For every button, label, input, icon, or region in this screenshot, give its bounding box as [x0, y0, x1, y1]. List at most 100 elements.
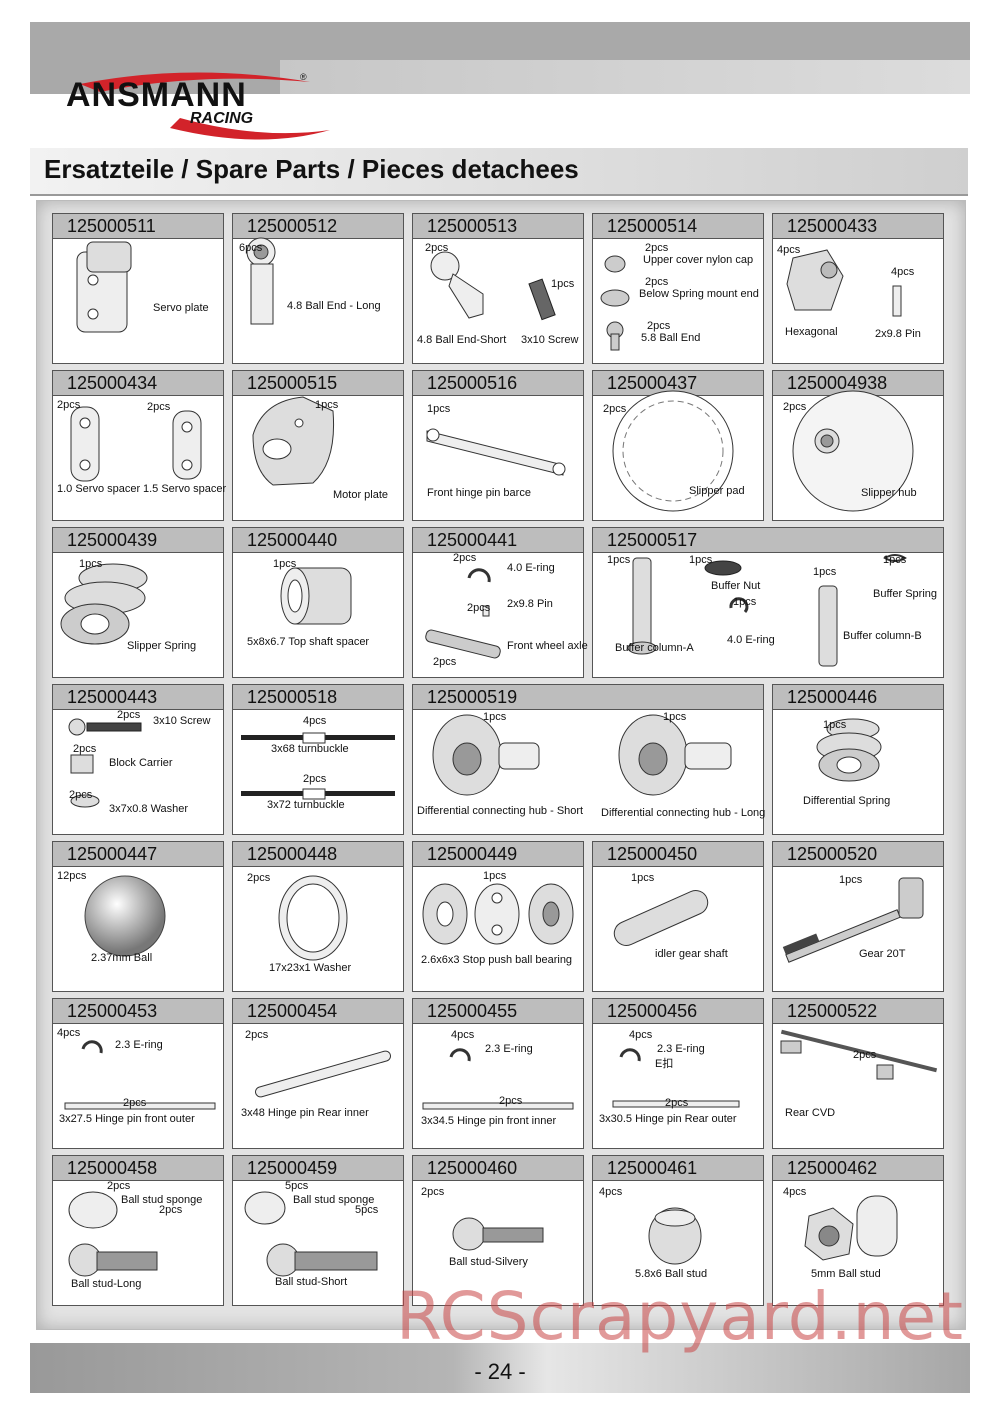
part-label: 2pcs: [467, 602, 491, 614]
part-number-header: 125000443: [53, 685, 223, 710]
buffer-column-icon: [627, 554, 907, 667]
hinge-pin-brace-icon: [426, 428, 566, 476]
part-label: Slipper pad: [689, 485, 745, 497]
part-label: 2pcs: [245, 1029, 269, 1041]
part-label: 2pcs: [159, 1204, 183, 1216]
footer-bar: [30, 1343, 970, 1393]
part-label: 2pcs: [433, 656, 457, 668]
part-label: 4pcs: [777, 244, 801, 256]
part-label: 1pcs: [631, 872, 655, 884]
hinge-pin-rear-icon: [255, 1050, 391, 1098]
gear-20t-icon: [782, 877, 924, 963]
part-number-header: 125000440: [233, 528, 403, 553]
part-number-header: 125000449: [413, 842, 583, 867]
part-number-header: 125000454: [233, 999, 403, 1024]
part-number-header: 125000518: [233, 685, 403, 710]
part-label: 2pcs: [147, 401, 171, 413]
part-number: 125000454: [247, 1001, 338, 1021]
part-number: 125000434: [67, 373, 158, 393]
part-number-header: 125000522: [773, 999, 943, 1024]
part-label: 4.8 Ball End - Long: [287, 300, 381, 312]
part-label: 2pcs: [783, 401, 807, 413]
part-number-header: 125000446: [773, 685, 943, 710]
part-label: 1pcs: [813, 566, 837, 578]
part-label: 3x48 Hinge pin Rear inner: [241, 1107, 369, 1119]
part-number-header: 125000460: [413, 1156, 583, 1181]
part-label: Slipper hub: [861, 487, 917, 499]
part-label: Hexagonal: [785, 326, 838, 338]
part-label: 1pcs: [79, 558, 103, 570]
part-label: 3x10 Screw: [521, 334, 579, 346]
part-number: 125000512: [247, 216, 338, 236]
part-label: 4pcs: [783, 1186, 807, 1198]
part-label: Motor plate: [333, 489, 389, 501]
part-label: Below Spring mount end: [639, 288, 759, 300]
part-number: 1250004938: [787, 373, 888, 393]
part-label: 1.0 Servo spacer: [57, 483, 141, 495]
part-number-header: 125000515: [233, 371, 403, 396]
part-number: 125000518: [247, 687, 338, 707]
part-label: 3x72 turnbuckle: [267, 799, 345, 811]
part-label: Rear CVD: [785, 1107, 836, 1119]
part-label: Slipper Spring: [127, 640, 197, 652]
part-label: Differential connecting hub - Short: [417, 805, 584, 817]
part-label: 2.37mm Ball: [91, 952, 153, 964]
part-label: 3x10 Screw: [153, 715, 211, 727]
part-label: 2x9.8 Pin: [875, 328, 921, 340]
watermark: RCScrapyard.net: [396, 1278, 964, 1355]
slipper-hub-icon: [792, 390, 914, 512]
part-number-header: 125000433: [773, 214, 943, 239]
ball-end-set-icon: [600, 255, 630, 351]
part-label: 2pcs: [645, 276, 669, 288]
part-number-header: 125000517: [593, 528, 943, 553]
part-label: 2.6x6x3 Stop push ball bearing: [421, 954, 573, 966]
part-label: 2pcs: [57, 399, 81, 411]
part-label: Front hinge pin barce: [427, 487, 531, 499]
part-label: 2.3 E-ring: [485, 1043, 533, 1055]
part-label: 4pcs: [57, 1027, 81, 1039]
part-label: 1pcs: [483, 870, 507, 882]
ball-stud-short-icon: [244, 1191, 378, 1277]
servo-spacer-icon: [70, 406, 202, 482]
part-label: 1pcs: [689, 554, 713, 566]
part-number-header: 125000439: [53, 528, 223, 553]
part-label: 3x27.5 Hinge pin front outer: [59, 1113, 195, 1125]
slipper-pad-icon: [612, 390, 734, 512]
part-label: Upper cover nylon cap: [643, 254, 754, 266]
part-label: 2.3 E-ring: [115, 1039, 163, 1051]
part-number: 125000511: [67, 216, 156, 236]
part-number: 125000437: [607, 373, 698, 393]
part-number: 125000513: [427, 216, 518, 236]
part-label: 4.8 Ball End-Short: [417, 334, 507, 346]
part-number-header: 125000448: [233, 842, 403, 867]
part-label: 5.8 Ball End: [641, 332, 701, 344]
part-number: 125000439: [67, 530, 158, 550]
ball-stud-long-icon: [68, 1191, 158, 1277]
part-label: 1pcs: [823, 719, 847, 731]
part-label: 3x7x0.8 Washer: [109, 803, 189, 815]
part-number: 125000456: [607, 1001, 698, 1021]
part-label: 1pcs: [733, 596, 757, 608]
part-label: 1pcs: [273, 558, 297, 570]
part-label: 4pcs: [303, 715, 327, 727]
block-carrier-icon: [68, 718, 142, 808]
part-number: 125000458: [67, 1158, 158, 1178]
part-label: 2pcs: [303, 773, 327, 785]
part-number-header: 125000512: [233, 214, 403, 239]
